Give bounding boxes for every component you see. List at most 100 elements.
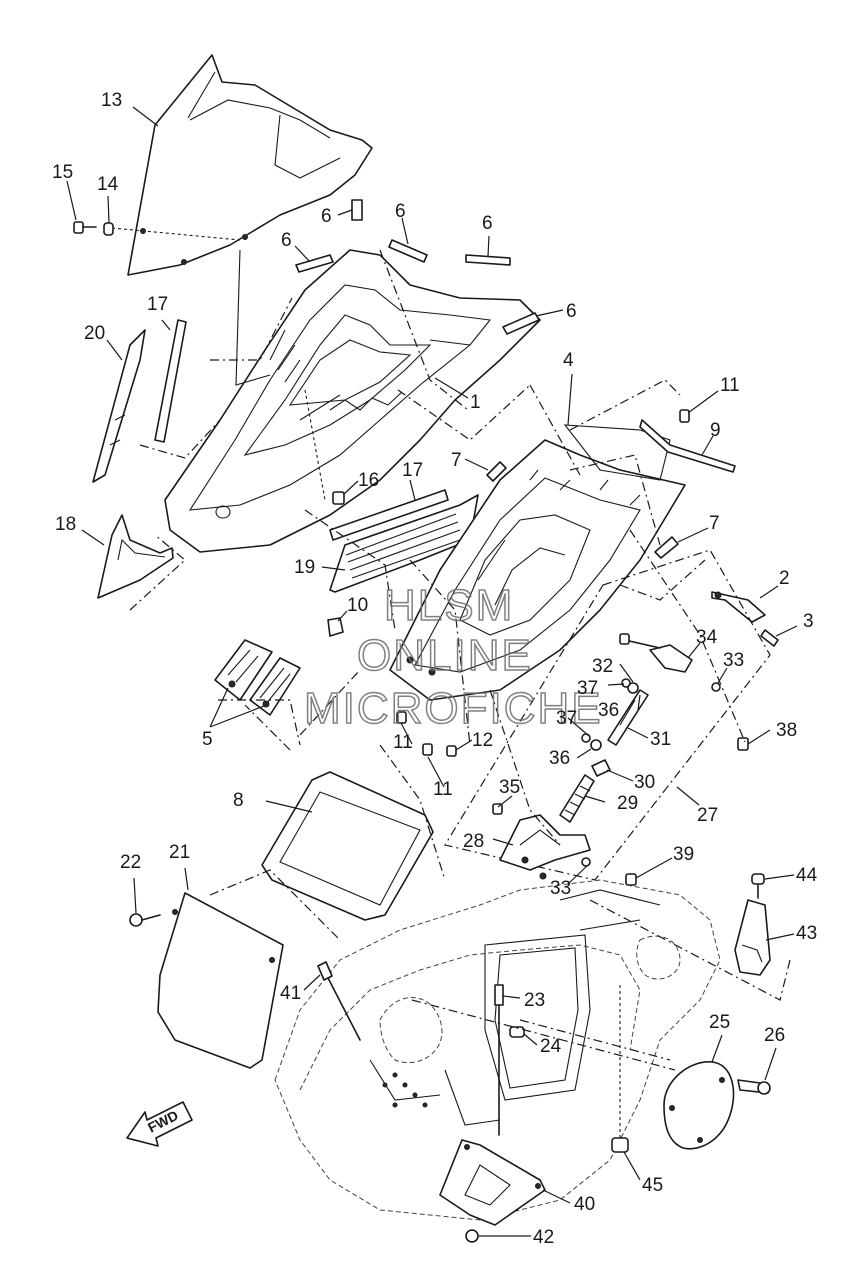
part-10-nut (327, 617, 344, 637)
callout-18: 18 (55, 514, 76, 535)
part-17-strip-lower (329, 489, 449, 541)
part-42-screw (465, 1229, 479, 1243)
callout-19: 19 (294, 557, 315, 578)
part-4-storage-tray (389, 424, 686, 701)
callout-37: 37 (556, 708, 577, 729)
part-11-screw-pair (396, 711, 433, 756)
callout-25: 25 (709, 1012, 730, 1033)
callout-9: 9 (710, 420, 721, 441)
callout-43: 43 (796, 923, 817, 944)
callout-12: 12 (472, 730, 493, 751)
callout-22: 22 (120, 852, 141, 873)
part-38-bolt (737, 737, 749, 751)
part-43-latch (734, 899, 771, 976)
part-28-hinge-bracket (499, 814, 591, 880)
part-3-bolt (760, 629, 779, 647)
callout-31: 31 (650, 729, 671, 750)
callout-44: 44 (796, 865, 818, 886)
part-21-cover-plate (157, 892, 284, 1069)
callout-6: 6 (321, 206, 332, 227)
part-18-corner-panel (97, 514, 174, 599)
callout-20: 20 (84, 323, 105, 344)
callout-3: 3 (803, 611, 814, 632)
part-40-mount-bracket (439, 1139, 546, 1226)
callout-11: 11 (393, 732, 413, 753)
part-25-inspection-cap (663, 1061, 735, 1150)
callout-8: 8 (233, 790, 244, 811)
part-1-upper-hood (164, 249, 541, 553)
callout-35: 35 (499, 777, 520, 798)
part-30-bushing (591, 759, 611, 777)
callout-6: 6 (281, 230, 292, 251)
callout-37: 37 (577, 678, 598, 699)
callout-21: 21 (169, 842, 190, 863)
callout-6: 6 (482, 213, 493, 234)
part-45-grommet (611, 985, 629, 1153)
callout-29: 29 (617, 793, 638, 814)
part-8-gasket (261, 771, 434, 921)
part-27-damper-assembly-frame (444, 549, 771, 881)
assembly-reference-lines (129, 249, 791, 1071)
callout-14: 14 (97, 174, 119, 195)
part-2-latch-arm (711, 591, 766, 623)
callout-13: 13 (101, 90, 122, 111)
part-23-pin (494, 984, 504, 1136)
callout-40: 40 (574, 1194, 595, 1215)
callout-17: 17 (147, 294, 168, 315)
callout-23: 23 (524, 990, 545, 1011)
part-32-bolt (619, 633, 661, 649)
part-44-screw (751, 873, 765, 899)
part-20-side-cover (92, 329, 146, 483)
part-33-nut (581, 682, 721, 867)
watermark: HLSM ONLINE MICROFICHE (303, 580, 603, 734)
callout-10: 10 (347, 595, 368, 616)
callout-1: 1 (470, 392, 481, 413)
callout-36: 36 (598, 700, 619, 721)
watermark-line-1: HLSM (384, 581, 514, 630)
callout-39: 39 (673, 844, 694, 865)
part-19-grille (329, 494, 479, 593)
callout-41: 41 (280, 983, 301, 1004)
part-29-boot (559, 774, 595, 823)
callout-33: 33 (550, 878, 571, 899)
part-6-pad (295, 199, 540, 335)
watermark-line-2: ONLINE (357, 631, 533, 680)
callout-24: 24 (540, 1036, 562, 1057)
callout-6: 6 (395, 201, 406, 222)
part-31-damper (607, 689, 649, 746)
callout-6: 6 (566, 301, 577, 322)
part-15-bolt (73, 221, 97, 234)
part-7-pad (486, 461, 679, 559)
callout-4: 4 (563, 350, 574, 371)
part-11-screw-top (679, 409, 690, 423)
callout-2: 2 (779, 568, 790, 589)
part-16-clip (332, 491, 345, 505)
lower-hull-outline (274, 879, 721, 1221)
callout-5: 5 (202, 729, 213, 750)
callout-38: 38 (776, 720, 797, 741)
callout-17: 17 (402, 460, 423, 481)
part-26-bolt (737, 1079, 771, 1095)
part-37-collar (581, 678, 631, 743)
callout-32: 32 (592, 656, 613, 677)
callout-7: 7 (451, 450, 462, 471)
callout-42: 42 (533, 1227, 554, 1248)
part-17-strip-upper (154, 319, 187, 443)
callout-16: 16 (358, 470, 379, 491)
part-14-grommet (103, 222, 114, 236)
callout-11: 11 (433, 779, 453, 800)
callout-numbers: 13 14 15 6 6 6 6 6 1 4 11 9 7 7 17 20 16… (52, 90, 818, 1248)
callout-33: 33 (723, 650, 744, 671)
part-34-bracket (649, 644, 693, 673)
part-12-screw (446, 745, 457, 757)
part-24-cap (509, 1026, 525, 1038)
part-9-strip (639, 419, 736, 473)
part-13-windshield (111, 54, 373, 276)
callout-leaders (66, 106, 798, 1237)
forward-direction-arrow: FWD (126, 1101, 193, 1147)
callout-7: 7 (709, 513, 720, 534)
part-41-pin (317, 961, 361, 1041)
watermark-line-3: MICROFICHE (304, 684, 603, 733)
callout-45: 45 (642, 1175, 663, 1196)
